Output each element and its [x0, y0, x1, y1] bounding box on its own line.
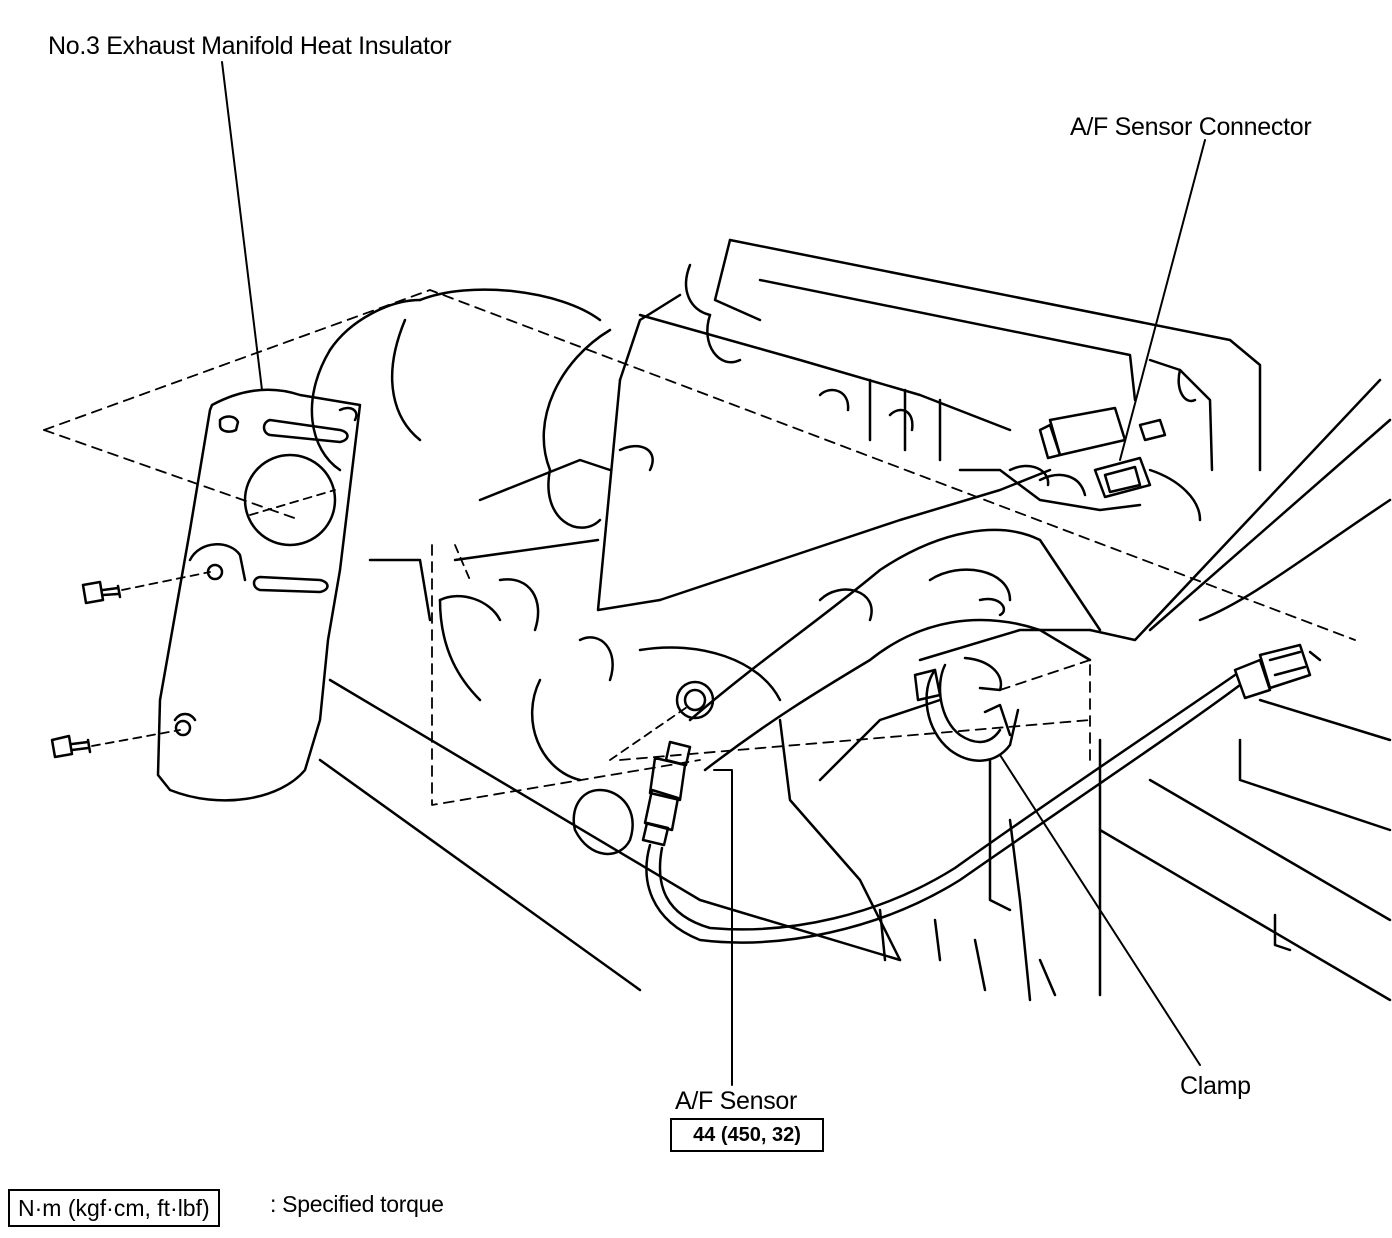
af-sensor-shape [641, 643, 1322, 944]
exhaust-pipe [688, 378, 1392, 772]
label-af-sensor: A/F Sensor [675, 1087, 798, 1115]
clamp-shape [913, 656, 1020, 762]
reference-plane [43, 289, 1356, 806]
bolts [50, 580, 122, 759]
torque-value-box: 44 (450, 32) [670, 1118, 824, 1152]
legend-description: : Specified torque [270, 1191, 444, 1217]
leader-lines [221, 61, 1206, 1086]
engine-block [310, 238, 1392, 1002]
label-clamp: Clamp [1180, 1072, 1251, 1100]
legend-unit-box: N·m (kgf·cm, ft·lbf) [8, 1189, 220, 1227]
bolt-guide-lines [91, 489, 691, 761]
sensor-connector-shape [1038, 406, 1202, 522]
label-heat-insulator: No.3 Exhaust Manifold Heat Insulator [48, 32, 452, 60]
label-af-sensor-connector: A/F Sensor Connector [1070, 113, 1312, 141]
heat-insulator-shape [156, 388, 362, 802]
